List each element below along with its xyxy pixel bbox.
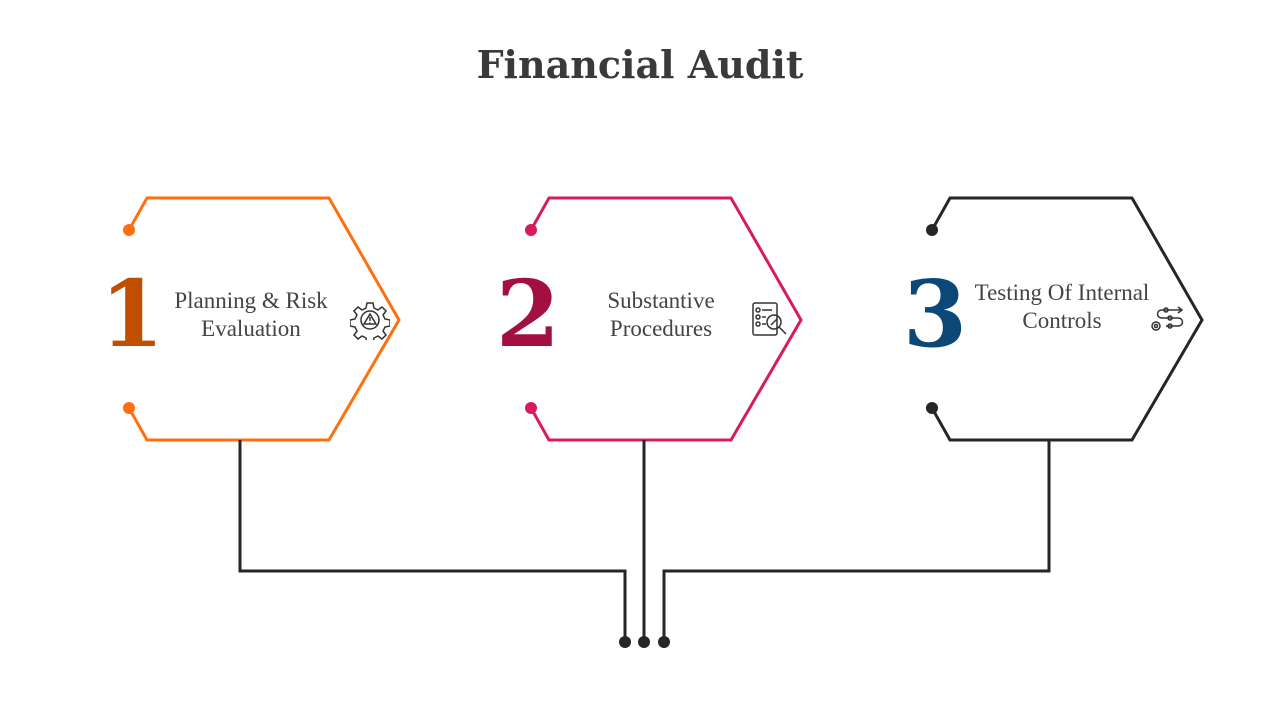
process-flow-gear-icon (1151, 306, 1184, 331)
step-2-dot-top (525, 224, 537, 236)
step-3-number: 3 (903, 260, 968, 368)
step-3-hexagon (930, 196, 1204, 442)
step-1-dot-top (123, 224, 135, 236)
step-2-hexagon (529, 196, 803, 442)
connector-dot-1 (619, 636, 631, 648)
connector-dot-3 (658, 636, 670, 648)
step-2-number: 2 (496, 260, 561, 368)
connectors (238, 440, 1051, 642)
step-3-dot-top (926, 224, 938, 236)
connector-3 (662, 440, 1051, 642)
step-3-label: Testing Of Internal Controls (974, 280, 1150, 333)
gear-warning-icon (350, 302, 390, 340)
slide-title: Financial Audit (476, 42, 804, 87)
step-1-label: Planning & Risk Evaluation (174, 288, 328, 341)
step-1-dot-bottom (123, 402, 135, 414)
step-2-dot-bottom (525, 402, 537, 414)
step-2-label: Substantive Procedures (607, 288, 715, 341)
checklist-magnifier-icon (752, 302, 787, 336)
connector-dot-2 (638, 636, 650, 648)
step-1-number: 1 (100, 260, 165, 368)
connector-1 (238, 440, 627, 642)
step-1-hexagon (127, 196, 401, 442)
step-3-dot-bottom (926, 402, 938, 414)
